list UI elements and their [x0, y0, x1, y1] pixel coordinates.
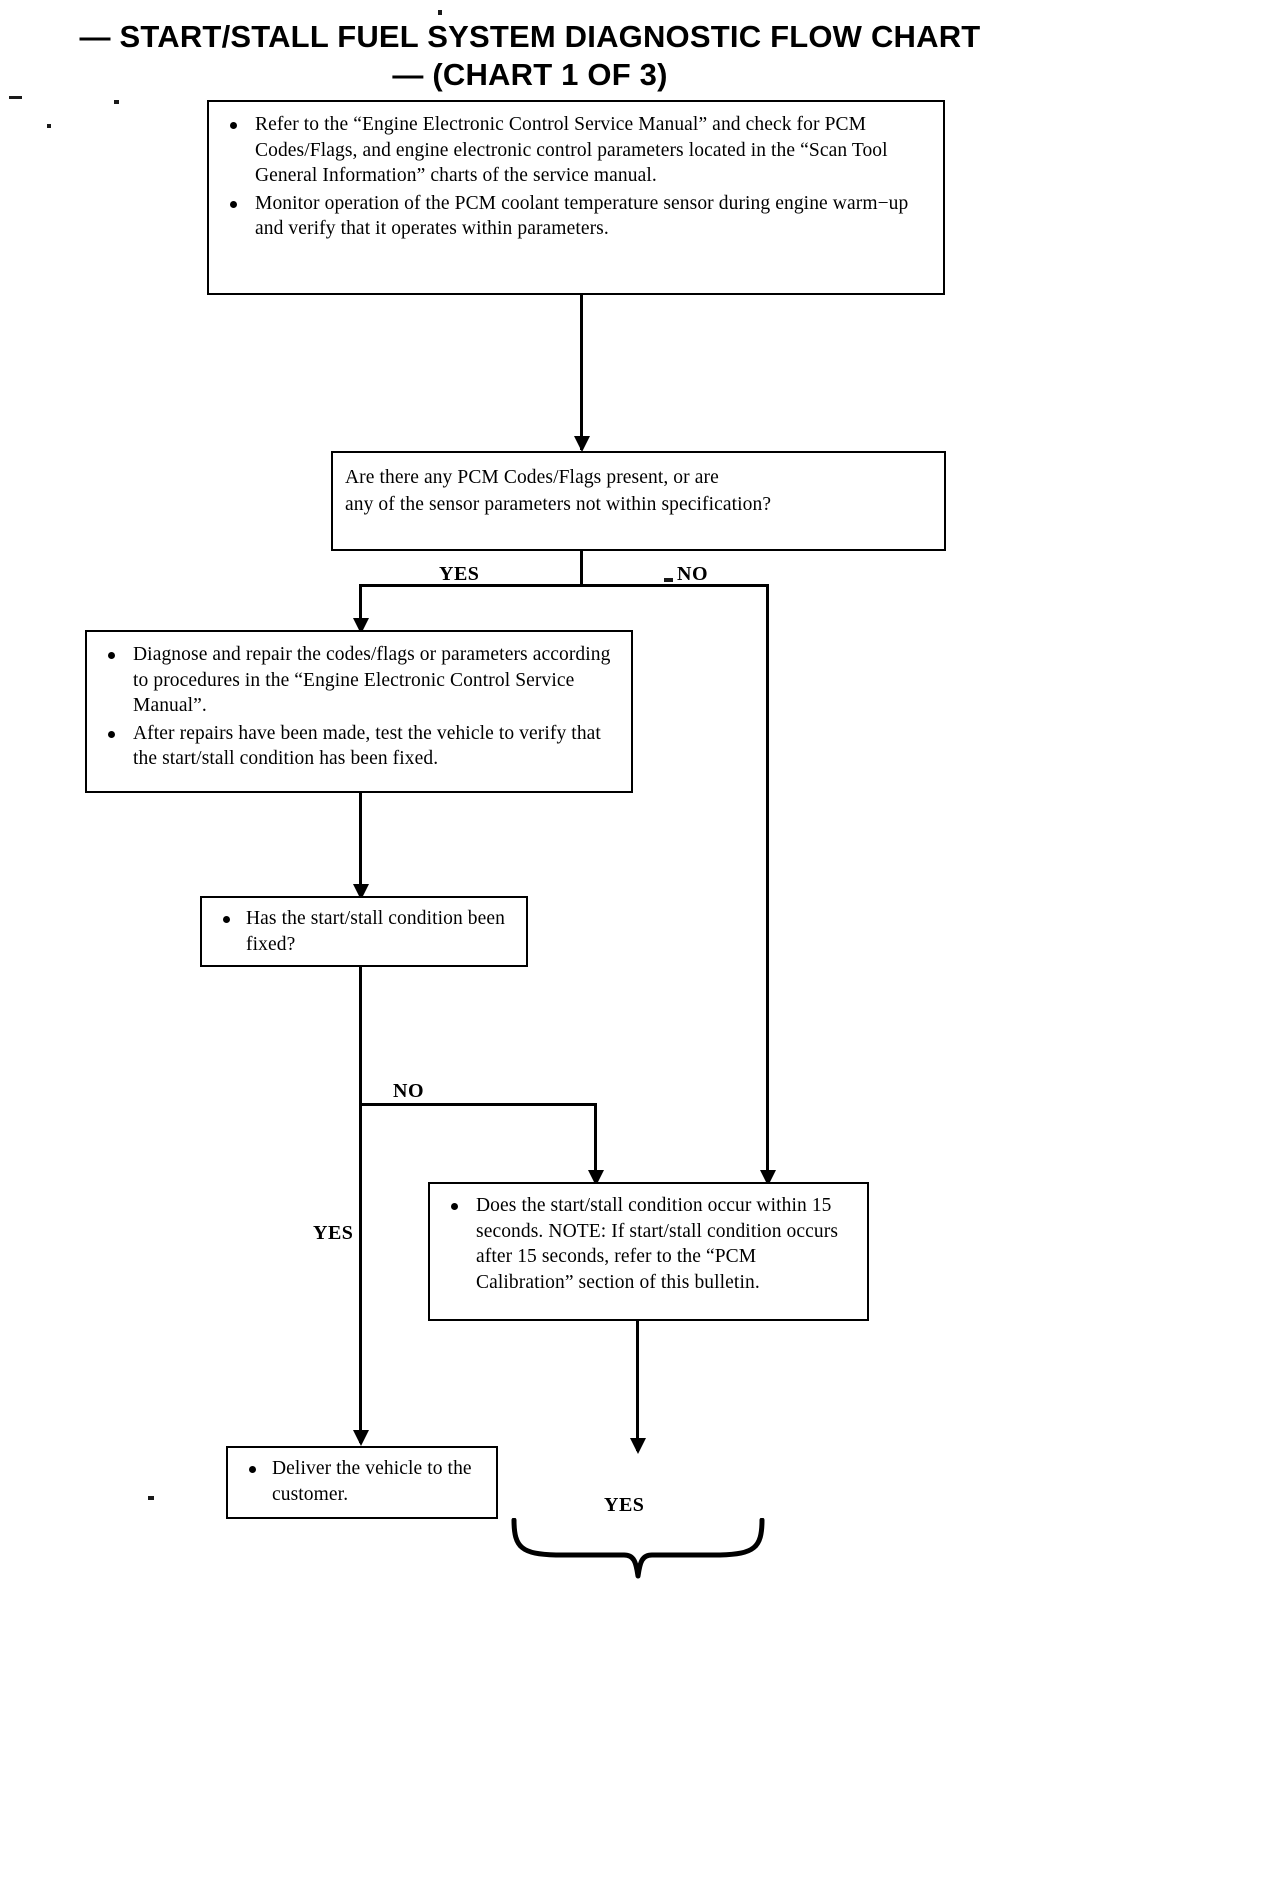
- connector-n1-to-n2: [580, 295, 583, 450]
- page-title-line-2: — (CHART 1 OF 3): [392, 57, 668, 92]
- continuation-brace: [511, 1518, 765, 1579]
- page-title: — START/STALL FUEL SYSTEM DIAGNOSTIC FLO…: [0, 18, 1060, 94]
- branch-label-n2-yes: YES: [439, 563, 480, 585]
- scan-speck: [148, 1496, 154, 1500]
- arrowhead-n1-to-n2: [573, 436, 590, 452]
- branch-label-n4-yes: YES: [313, 1222, 354, 1244]
- connector-n2-yes-leg: [359, 584, 362, 630]
- bullet-item: Deliver the vehicle to the customer.: [240, 1456, 486, 1507]
- scan-speck: [114, 100, 119, 104]
- connector-n4-no-drop: [594, 1103, 597, 1183]
- node-text-line: Are there any PCM Codes/Flags present, o…: [345, 467, 719, 488]
- node-diagnose-and-repair: Diagnose and repair the codes/flags or p…: [85, 630, 633, 793]
- node-diagnose-and-repair-bullets: Diagnose and repair the codes/flags or p…: [99, 642, 621, 772]
- bullet-item: Does the start/stall condition occur wit…: [442, 1193, 857, 1295]
- node-deliver-the-vehicle-bullets: Deliver the vehicle to the customer.: [240, 1456, 486, 1507]
- arrowhead-n4-yes: [352, 1430, 369, 1446]
- node-deliver-the-vehicle: Deliver the vehicle to the customer.: [226, 1446, 498, 1519]
- connector-n2-no-leg: [766, 584, 769, 1182]
- page-title-line-1: — START/STALL FUEL SYSTEM DIAGNOSTIC FLO…: [79, 19, 981, 54]
- connector-n2-split: [359, 584, 769, 587]
- bullet-item: Has the start/stall condition been fixed…: [214, 906, 516, 957]
- node-15-seconds-bullets: Does the start/stall condition occur wit…: [442, 1193, 857, 1295]
- node-any-pcm-codes-present: Are there any PCM Codes/Flags present, o…: [331, 451, 946, 551]
- branch-label-n4-no: NO: [393, 1080, 424, 1102]
- bullet-item: Monitor operation of the PCM coolant tem…: [221, 191, 933, 242]
- scan-speck: [438, 10, 442, 15]
- connector-n3-to-n4: [359, 793, 362, 896]
- connector-n4-no: [359, 1103, 597, 1106]
- node-refer-service-manual: Refer to the “Engine Electronic Control …: [207, 100, 945, 295]
- connector-n5-to-brace: [636, 1321, 639, 1451]
- branch-label-n2-no: NO: [677, 563, 708, 585]
- connector-n4-yes-leg: [359, 1103, 362, 1443]
- node-text-line: any of the sensor parameters not within …: [345, 494, 772, 515]
- node-has-condition-been-fixed-bullets: Has the start/stall condition been fixed…: [214, 906, 516, 957]
- bullet-item: After repairs have been made, test the v…: [99, 721, 621, 772]
- bullet-item: Refer to the “Engine Electronic Control …: [221, 112, 933, 189]
- scan-speck: [47, 124, 51, 128]
- node-refer-service-manual-bullets: Refer to the “Engine Electronic Control …: [221, 112, 933, 242]
- bullet-item: Diagnose and repair the codes/flags or p…: [99, 642, 621, 719]
- node-does-condition-occur-15-seconds: Does the start/stall condition occur wit…: [428, 1182, 869, 1321]
- branch-label-n5-yes: YES: [604, 1494, 645, 1516]
- connector-n2-stem: [580, 551, 583, 586]
- connector-n4-stem: [359, 967, 362, 1105]
- node-has-condition-been-fixed: Has the start/stall condition been fixed…: [200, 896, 528, 967]
- scan-speck: [664, 578, 673, 582]
- arrowhead-n5-yes: [629, 1438, 646, 1454]
- scan-speck: [9, 96, 22, 99]
